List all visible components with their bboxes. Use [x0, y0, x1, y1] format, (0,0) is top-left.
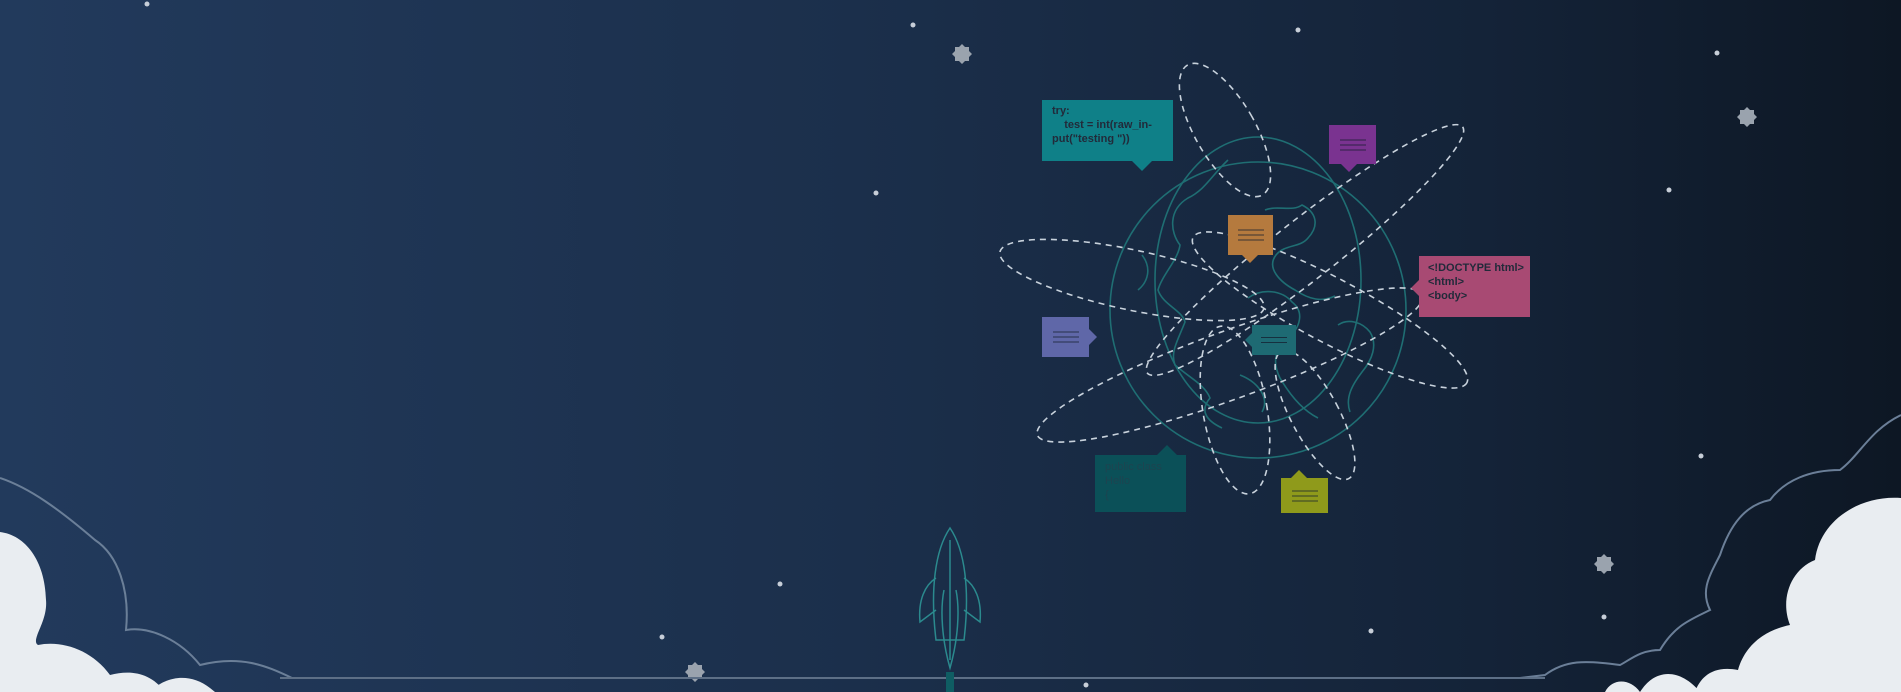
star-icon — [1698, 453, 1704, 459]
html-code-bubble: <!DOCTYPE html> <html> <body> — [1411, 256, 1530, 317]
star-icon — [777, 581, 783, 587]
python-code-line: try: — [1052, 105, 1070, 117]
python-code-line: put("testing ")) — [1052, 133, 1130, 145]
html-code-line: <body> — [1428, 290, 1468, 302]
star-icon — [910, 22, 916, 28]
java-code-line: Hello — [1105, 475, 1131, 487]
chat-bubble-icon — [1245, 325, 1296, 355]
cloud-icon — [1519, 414, 1901, 692]
chat-bubble-icon — [1329, 125, 1376, 172]
star-icon — [873, 190, 879, 196]
stars — [144, 1, 1720, 688]
java-code-line: public class — [1105, 461, 1162, 473]
python-code-bubble: try: test = int(raw_in- put("testing ")) — [1042, 100, 1173, 171]
chat-bubble-icon — [1042, 317, 1097, 357]
chat-bubble-icon — [1281, 470, 1328, 513]
star-icon — [1601, 614, 1607, 620]
java-code-line: { — [1105, 489, 1109, 501]
html-code-line: <!DOCTYPE html> — [1428, 262, 1524, 274]
globe-icon — [1109, 136, 1407, 459]
html-code-line: <html> — [1428, 276, 1465, 288]
star-icon — [1295, 27, 1301, 33]
rocket-icon — [918, 526, 982, 692]
star-icon — [1714, 50, 1720, 56]
star-icon — [1368, 628, 1374, 634]
star-icon — [144, 1, 150, 7]
python-code-line: test = int(raw_in- — [1052, 119, 1152, 131]
gears — [685, 44, 1757, 682]
star-icon — [659, 634, 665, 640]
java-code-bubble: public class Hello { — [1095, 445, 1186, 512]
gear-icon — [952, 44, 972, 64]
star-icon — [1666, 187, 1672, 193]
star-icon — [1083, 682, 1089, 688]
gear-icon — [1594, 554, 1614, 574]
chat-bubble-icon — [1228, 215, 1273, 263]
gear-icon — [1737, 107, 1757, 127]
cloud-icon — [0, 477, 330, 692]
